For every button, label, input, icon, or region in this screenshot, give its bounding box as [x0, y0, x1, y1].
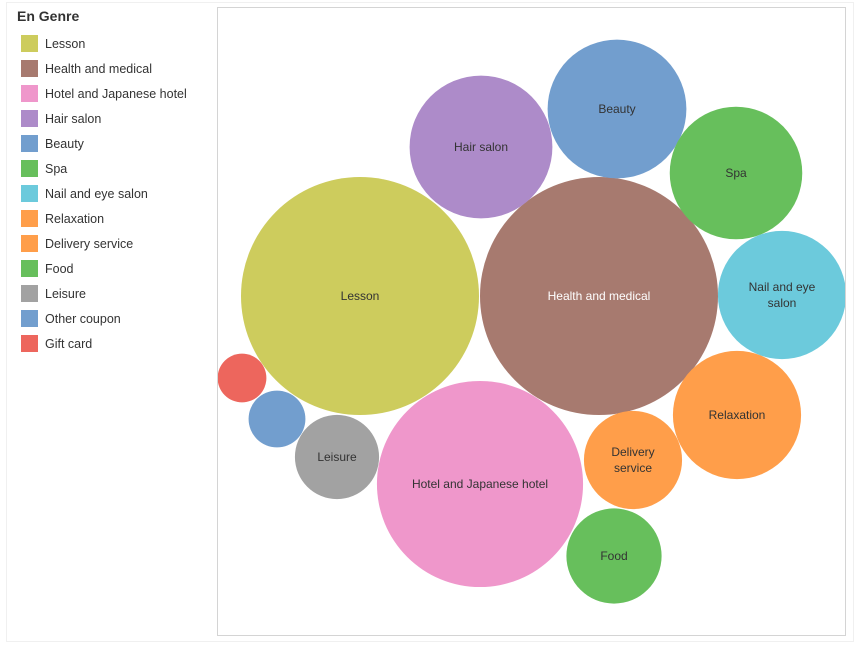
legend-swatch [21, 185, 38, 202]
legend-item-hair-salon[interactable]: Hair salon [17, 106, 212, 131]
bubble-circle[interactable] [248, 390, 306, 448]
bubble-circle[interactable] [218, 353, 267, 403]
legend-swatch [21, 335, 38, 352]
legend-swatch [21, 35, 38, 52]
chart-container [6, 2, 854, 642]
legend-label: Spa [45, 161, 68, 176]
bubble-circle[interactable] [566, 508, 662, 604]
legend-label: Health and medical [45, 61, 153, 76]
legend-label: Relaxation [45, 211, 105, 226]
bubble-relaxation[interactable]: Relaxation [672, 350, 802, 480]
bubble-delivery-service[interactable]: Delivery service [583, 410, 683, 510]
bubble-hotel-and-japanese-hotel[interactable]: Hotel and Japanese hotel [376, 380, 584, 588]
legend-label: Beauty [45, 136, 84, 151]
bubble-label: Spa [725, 166, 747, 180]
bubble-leisure[interactable]: Leisure [294, 414, 380, 500]
bubble-label: service [614, 461, 652, 475]
bubble-food[interactable]: Food [566, 508, 662, 604]
bubble-label: Hair salon [454, 140, 508, 154]
legend-item-hotel-and-japanese-hotel[interactable]: Hotel and Japanese hotel [17, 81, 212, 106]
legend-swatch [21, 310, 38, 327]
bubble-circle[interactable] [717, 230, 846, 360]
legend-item-leisure[interactable]: Leisure [17, 281, 212, 306]
bubble-circle[interactable] [294, 414, 380, 500]
legend-label: Nail and eye salon [45, 186, 148, 201]
legend-title: En Genre [17, 8, 80, 24]
bubble-circle[interactable] [547, 39, 687, 179]
bubble-other-coupon[interactable] [248, 390, 306, 448]
legend-label: Other coupon [45, 311, 121, 326]
legend-label: Leisure [45, 286, 86, 301]
legend-item-beauty[interactable]: Beauty [17, 131, 212, 156]
legend-item-relaxation[interactable]: Relaxation [17, 206, 212, 231]
legend-swatch [21, 110, 38, 127]
bubble-circle[interactable] [669, 106, 803, 240]
legend-label: Hotel and Japanese hotel [45, 86, 187, 101]
legend-label: Delivery service [45, 236, 134, 251]
bubble-gift-card[interactable] [218, 353, 267, 403]
legend-swatch [21, 160, 38, 177]
legend-item-other-coupon[interactable]: Other coupon [17, 306, 212, 331]
bubble-beauty[interactable]: Beauty [547, 39, 687, 179]
legend-label: Hair salon [45, 111, 102, 126]
legend-item-food[interactable]: Food [17, 256, 212, 281]
bubble-lesson[interactable]: Lesson [241, 177, 479, 415]
bubble-circle[interactable] [672, 350, 802, 480]
legend-item-lesson[interactable]: Lesson [17, 31, 212, 56]
legend-label: Gift card [45, 336, 93, 351]
legend-item-gift-card[interactable]: Gift card [17, 331, 212, 356]
legend-swatch [21, 260, 38, 277]
bubble-circle[interactable] [583, 410, 683, 510]
bubble-nail-and-eye-salon[interactable]: Nail and eye salon [717, 230, 846, 360]
legend-item-delivery-service[interactable]: Delivery service [17, 231, 212, 256]
bubble-circle[interactable] [480, 177, 718, 415]
bubble-label: Beauty [598, 102, 635, 116]
legend-swatch [21, 85, 38, 102]
bubble-label: Leisure [317, 450, 357, 464]
legend-item-nail-and-eye-salon[interactable]: Nail and eye salon [17, 181, 212, 206]
legend-swatch [21, 210, 38, 227]
bubble-label: Nail and eye [749, 280, 816, 294]
bubble-label: Lesson [341, 289, 380, 303]
legend-label: Lesson [45, 36, 86, 51]
bubble-spa[interactable]: Spa [669, 106, 803, 240]
bubble-circle[interactable] [376, 380, 584, 588]
bubble-label: Health and medical [548, 289, 651, 303]
bubble-hair-salon[interactable]: Hair salon [409, 75, 553, 219]
bubble-circle[interactable] [409, 75, 553, 219]
bubble-label: Delivery [611, 445, 654, 459]
legend-label: Food [45, 261, 74, 276]
legend-item-spa[interactable]: Spa [17, 156, 212, 181]
legend-swatch [21, 135, 38, 152]
bubble-label: salon [768, 296, 797, 310]
bubble-label: Food [600, 549, 627, 563]
bubble-circle[interactable] [241, 177, 479, 415]
bubble-label: Relaxation [709, 408, 766, 422]
bubble-health-and-medical[interactable]: Health and medical [480, 177, 718, 415]
legend-swatch [21, 285, 38, 302]
legend-item-health-and-medical[interactable]: Health and medical [17, 56, 212, 81]
bubble-label: Hotel and Japanese hotel [412, 477, 548, 491]
legend-swatch [21, 235, 38, 252]
legend-swatch [21, 60, 38, 77]
